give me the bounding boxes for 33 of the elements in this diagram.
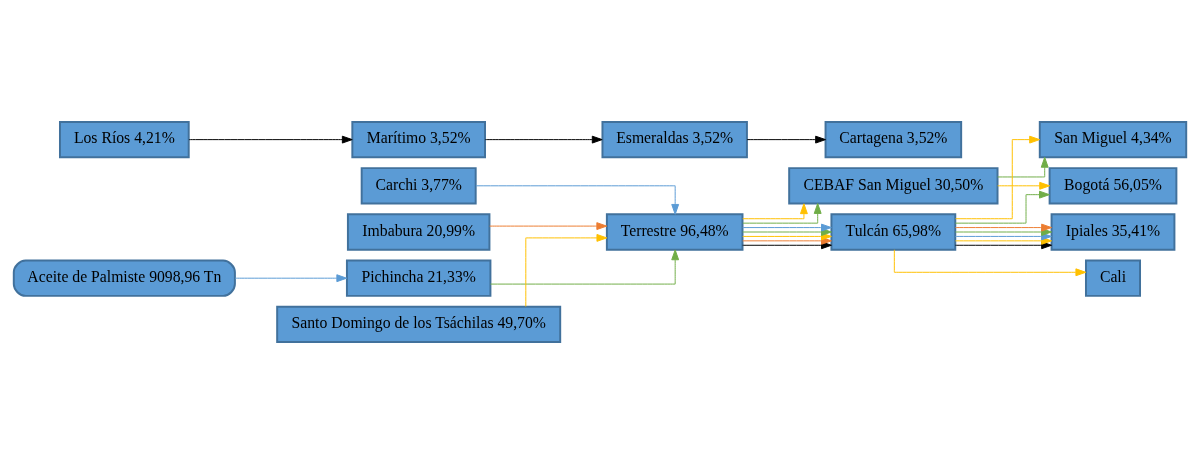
node-box: Esmeraldas 3,52% (601, 120, 748, 159)
node-box: Cali (1085, 259, 1141, 297)
node-box: Bogotá 56,05% (1048, 167, 1178, 205)
arrow (746, 135, 826, 144)
arrow (188, 135, 353, 144)
arrow (954, 190, 1050, 224)
arrow (484, 135, 603, 144)
node-box: Imbabura 20,99% (346, 213, 491, 251)
node-box: Cartagena 3,52% (824, 120, 963, 159)
arrow (525, 233, 608, 307)
node-box: San Miguel 4,34% (1038, 120, 1188, 159)
arrow (742, 223, 832, 232)
arrow (997, 181, 1051, 190)
arrow (234, 274, 348, 283)
node-box: Terrestre 96,48% (605, 213, 744, 251)
node-box: Carchi 3,77% (360, 167, 477, 205)
arrow (893, 249, 1087, 277)
arrow (742, 203, 808, 220)
node-box: CEBAF San Miguel 30,50% (788, 167, 999, 205)
arrow (742, 203, 822, 224)
node-box: Santo Domingo de los Tsáchilas 49,70% (276, 305, 562, 344)
arrow (490, 249, 680, 285)
node-box: Tulcán 65,98% (830, 213, 957, 251)
node-box: Ipiales 35,41% (1050, 213, 1176, 251)
arrow (997, 156, 1049, 178)
node-box: Aceite de Palmiste 9098,96 Tn (12, 259, 236, 297)
arrow (955, 135, 1040, 220)
arrow (475, 185, 680, 215)
node-box: Marítimo 3,52% (351, 120, 486, 159)
arrow (954, 223, 1052, 232)
node-box: Pichincha 21,33% (345, 259, 492, 297)
arrow (489, 222, 608, 231)
node-box: Los Ríos 4,21% (59, 120, 190, 159)
